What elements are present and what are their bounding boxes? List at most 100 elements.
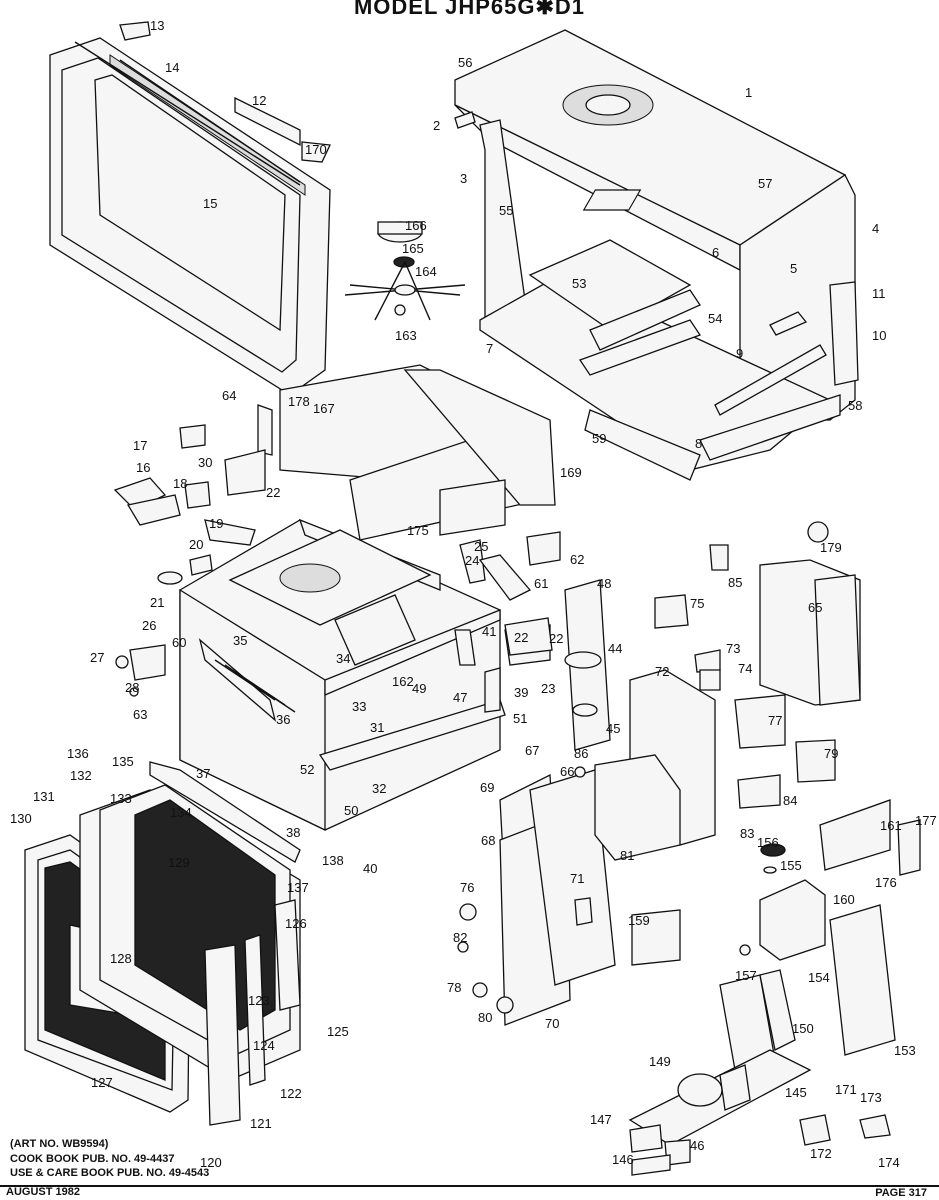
callout-58: 58 — [848, 398, 862, 413]
footer-date: AUGUST 1982 — [6, 1186, 80, 1198]
callout-125: 125 — [327, 1024, 349, 1039]
callout-149: 149 — [649, 1054, 671, 1069]
callout-74: 74 — [738, 661, 752, 676]
callout-163: 163 — [395, 328, 417, 343]
callout-10: 10 — [872, 328, 886, 343]
callout-45: 45 — [606, 721, 620, 736]
callout-130: 130 — [10, 811, 32, 826]
callout-50: 50 — [344, 803, 358, 818]
callout-48: 48 — [597, 576, 611, 591]
callout-129: 129 — [168, 855, 190, 870]
callout-54: 54 — [708, 311, 722, 326]
callout-1: 1 — [745, 85, 752, 100]
callout-121: 121 — [250, 1116, 272, 1131]
oven-cavity-assembly — [179, 364, 556, 832]
callout-66: 66 — [560, 764, 574, 779]
callout-127: 127 — [91, 1075, 113, 1090]
callout-33: 33 — [352, 699, 366, 714]
callout-60: 60 — [172, 635, 186, 650]
callout-135: 135 — [112, 754, 134, 769]
callout-138: 138 — [322, 853, 344, 868]
callout-167: 167 — [313, 401, 335, 416]
callout-24: 24 — [465, 553, 479, 568]
callout-165: 165 — [402, 241, 424, 256]
callout-44: 44 — [608, 641, 622, 656]
callout-160: 160 — [833, 892, 855, 907]
callout-51: 51 — [513, 711, 527, 726]
callout-145: 145 — [785, 1085, 807, 1100]
callout-21: 21 — [150, 595, 164, 610]
callout-11: 11 — [872, 286, 886, 301]
callout-71: 71 — [570, 871, 584, 886]
callout-170: 170 — [305, 142, 327, 157]
callout-59: 59 — [592, 431, 606, 446]
callout-23: 23 — [541, 681, 555, 696]
left-small-parts — [113, 404, 273, 697]
publication-notes: (ART NO. WB9594) COOK BOOK PUB. NO. 49-4… — [10, 1137, 209, 1181]
callout-162: 162 — [392, 674, 414, 689]
callout-46: 46 — [690, 1138, 704, 1153]
callout-65: 65 — [808, 600, 822, 615]
callout-26: 26 — [142, 618, 156, 633]
callout-63: 63 — [133, 707, 147, 722]
callout-78: 78 — [447, 980, 461, 995]
callout-83: 83 — [740, 826, 754, 841]
callout-13: 13 — [150, 18, 164, 33]
callout-47: 47 — [453, 690, 467, 705]
callout-84: 84 — [783, 793, 797, 808]
callout-36: 36 — [276, 712, 290, 727]
callout-62: 62 — [570, 552, 584, 567]
callout-38: 38 — [286, 825, 300, 840]
callout-22: 22 — [514, 630, 528, 645]
callout-25: 25 — [474, 539, 488, 554]
callout-137: 137 — [287, 880, 309, 895]
callout-20: 20 — [189, 537, 203, 552]
callout-172: 172 — [810, 1146, 832, 1161]
callout-77: 77 — [768, 713, 782, 728]
callout-61: 61 — [534, 576, 548, 591]
callout-70: 70 — [545, 1016, 559, 1031]
callout-175: 175 — [407, 523, 429, 538]
callout-155: 155 — [780, 858, 802, 873]
callout-57: 57 — [758, 176, 772, 191]
callout-7: 7 — [486, 341, 493, 356]
callout-126: 126 — [285, 916, 307, 931]
door-assembly — [24, 761, 301, 1126]
callout-52: 52 — [300, 762, 314, 777]
callout-4: 4 — [872, 221, 879, 236]
callout-6: 6 — [712, 245, 719, 260]
callout-30: 30 — [198, 455, 212, 470]
callout-132: 132 — [70, 768, 92, 783]
callout-120: 120 — [200, 1155, 222, 1170]
callout-122: 122 — [280, 1086, 302, 1101]
callout-128: 128 — [110, 951, 132, 966]
callout-154: 154 — [808, 970, 830, 985]
callout-164: 164 — [415, 264, 437, 279]
callout-40: 40 — [363, 861, 377, 876]
callout-16: 16 — [136, 460, 150, 475]
callout-41: 41 — [482, 624, 496, 639]
callout-174: 174 — [878, 1155, 900, 1170]
callout-17: 17 — [133, 438, 147, 453]
electrical-components — [628, 521, 921, 1176]
callout-49: 49 — [412, 681, 426, 696]
callout-2: 2 — [433, 118, 440, 133]
callout-73: 73 — [726, 641, 740, 656]
callout-147: 147 — [590, 1112, 612, 1127]
callout-32: 32 — [372, 781, 386, 796]
callout-53: 53 — [572, 276, 586, 291]
callout-86: 86 — [574, 746, 588, 761]
callout-34: 34 — [336, 651, 350, 666]
callout-12: 12 — [252, 93, 266, 108]
callout-79: 79 — [824, 746, 838, 761]
footer-page-number: PAGE 317 — [875, 1187, 927, 1199]
callout-37: 37 — [196, 766, 210, 781]
callout-22: 22 — [549, 631, 563, 646]
callout-19: 19 — [209, 516, 223, 531]
callout-153: 153 — [894, 1043, 916, 1058]
callout-72: 72 — [655, 664, 669, 679]
cook-book-number: COOK BOOK PUB. NO. 49-4437 — [10, 1152, 175, 1165]
callout-123: 123 — [248, 993, 270, 1008]
